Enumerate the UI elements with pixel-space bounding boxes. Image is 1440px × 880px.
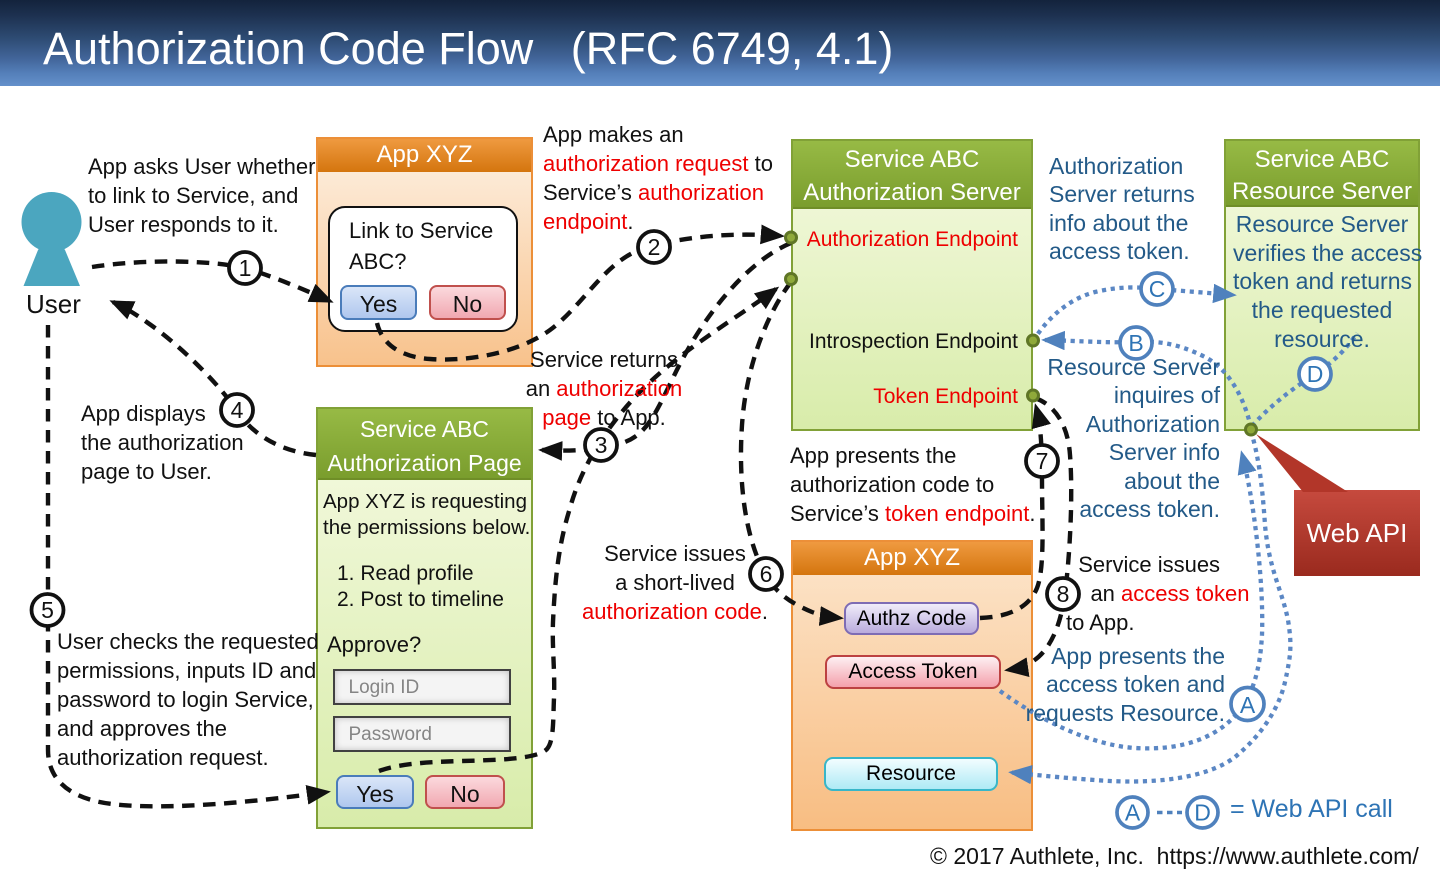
svg-text:A: A	[1125, 800, 1141, 826]
svg-text:D: D	[1307, 361, 1324, 387]
svg-text:8: 8	[1057, 581, 1070, 607]
svg-text:6: 6	[760, 561, 773, 587]
svg-text:C: C	[1149, 276, 1166, 302]
svg-text:3: 3	[595, 432, 608, 458]
svg-text:4: 4	[231, 397, 244, 423]
svg-text:7: 7	[1036, 448, 1049, 474]
svg-text:A: A	[1240, 692, 1256, 718]
svg-text:D: D	[1194, 800, 1211, 826]
svg-text:1: 1	[239, 255, 252, 281]
svg-text:B: B	[1128, 330, 1143, 356]
svg-text:5: 5	[41, 597, 54, 623]
svg-text:2: 2	[648, 234, 661, 260]
